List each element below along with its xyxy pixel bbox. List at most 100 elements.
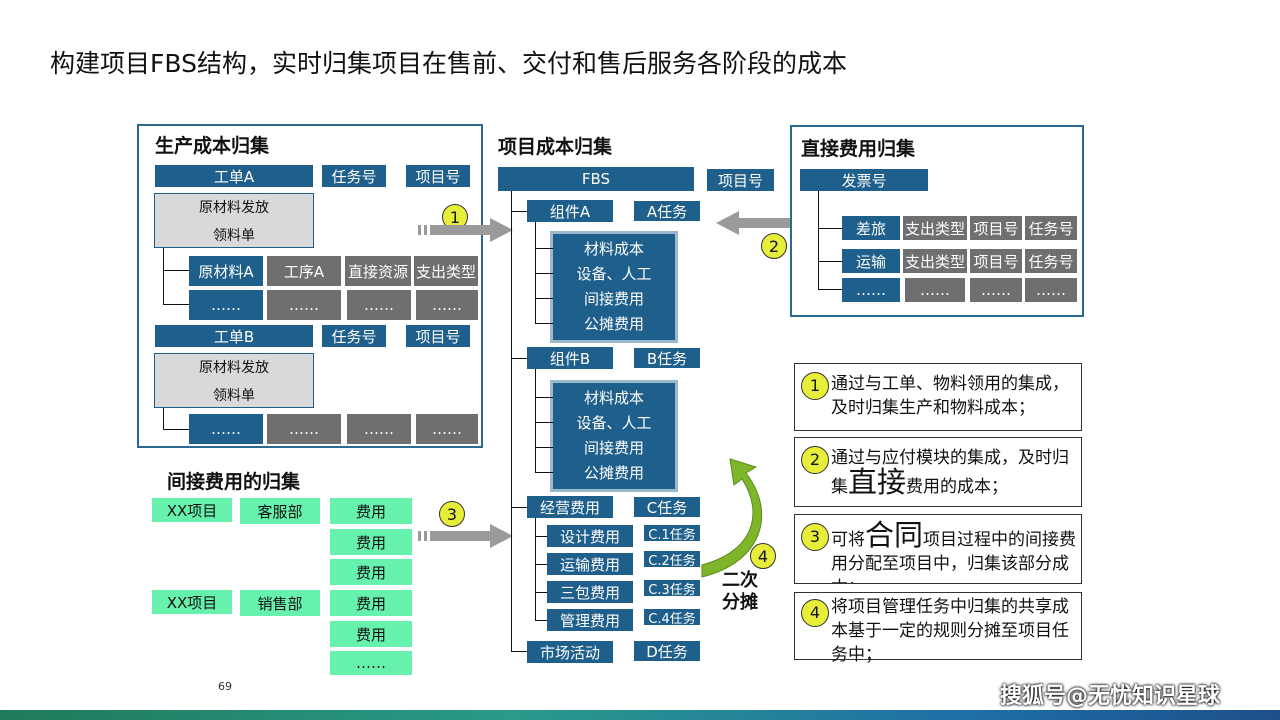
note-3-text: 可将	[831, 530, 865, 550]
requisition-a: 领料单	[155, 224, 313, 246]
connector-line	[535, 422, 553, 423]
fee-cell: 费用	[330, 590, 412, 616]
component-a: 组件A	[527, 200, 613, 222]
task-c1: C.1任务	[644, 525, 700, 543]
expense-type: 支出类型	[903, 249, 967, 273]
note-2-text-end: 费用的成本；	[906, 477, 1009, 497]
component-b: 组件B	[527, 347, 613, 369]
design-fee: 设计费用	[547, 525, 633, 547]
requisition-b: 领料单	[155, 384, 313, 406]
task-no-label-b: 任务号	[322, 325, 386, 347]
task-a: A任务	[634, 201, 700, 221]
connector-line	[511, 191, 512, 651]
connector-line	[163, 304, 189, 305]
note-4: 4 将项目管理任务中归集的共享成本基于一定的规则分摊至项目任务中；	[794, 592, 1082, 665]
connector-line	[535, 447, 553, 448]
slide-title: 构建项目FBS结构，实时归集项目在售前、交付和售后服务各阶段的成本	[50, 49, 847, 78]
connector-line	[511, 358, 527, 359]
cost-item: 材料成本	[556, 237, 672, 259]
ellipsis-cell: ……	[347, 414, 411, 444]
connector-line	[535, 397, 553, 398]
connector-line	[535, 536, 547, 537]
process-a: 工序A	[267, 256, 341, 286]
connector-line	[535, 564, 547, 565]
ellipsis-cell: ……	[416, 414, 478, 444]
direct-expense-heading: 直接费用归集	[801, 138, 916, 160]
note-2-emphasis: 直接	[848, 465, 907, 499]
note-3-text-end: 项目过程中的间接费用分配至项目中，归集该部分成本；	[831, 530, 1077, 583]
connector-line	[535, 248, 553, 249]
connector-line	[535, 298, 553, 299]
component-b-cost-group: 材料成本 设备、人工 间接费用 公摊费用	[550, 380, 678, 492]
curved-arrow-icon	[701, 458, 763, 578]
note-1: 1 通过与工单、物料领用的集成，及时归集生产和物料成本；	[794, 363, 1082, 431]
connector-line	[535, 620, 547, 621]
marker-4: 4	[750, 543, 776, 569]
ellipsis-cell: ……	[842, 278, 900, 302]
raw-material-a: 原材料A	[189, 256, 263, 286]
project-no-label-b: 项目号	[406, 325, 470, 347]
connector-line	[818, 261, 842, 262]
ellipsis-cell: ……	[330, 651, 412, 675]
ellipsis-cell: ……	[905, 278, 965, 302]
direct-resource: 直接资源	[345, 256, 411, 286]
arrow-right-icon	[418, 218, 513, 242]
note-3-emphasis: 合同	[865, 518, 924, 552]
market-activity: 市场活动	[527, 641, 613, 663]
project-no: 项目号	[970, 216, 1022, 240]
note-3: 3 可将合同项目过程中的间接费用分配至项目中，归集该部分成本；	[794, 514, 1082, 584]
project-no: 项目号	[970, 249, 1022, 273]
work-order-a: 工单A	[155, 165, 313, 187]
note-2-text: 通过与应付模块的集成，及时归集	[831, 448, 1069, 497]
sales-dept: 销售部	[240, 590, 320, 616]
operating-expense: 经营费用	[527, 496, 613, 518]
connector-line	[535, 472, 553, 473]
cost-item: 设备、人工	[556, 262, 672, 284]
cost-item: 材料成本	[556, 386, 672, 408]
ellipsis-cell: ……	[1025, 278, 1077, 302]
component-a-cost-group: 材料成本 设备、人工 间接费用 公摊费用	[550, 231, 678, 343]
project-no-label-a: 项目号	[406, 165, 470, 187]
connector-line	[163, 408, 164, 430]
marker-3: 3	[439, 501, 465, 527]
fee-cell: 费用	[330, 498, 412, 524]
arrow-right-icon	[418, 524, 513, 548]
warranty-fee: 三包费用	[547, 581, 633, 603]
cost-item: 公摊费用	[556, 461, 672, 483]
connector-line	[818, 228, 842, 229]
project-xx-1: XX项目	[152, 498, 232, 522]
material-issue-a: 原材料发放	[155, 196, 313, 218]
connector-line	[535, 518, 536, 620]
fbs-root: FBS	[498, 167, 694, 191]
connector-line	[818, 289, 842, 290]
connector-line	[511, 507, 527, 508]
ellipsis-cell: ……	[267, 290, 341, 320]
task-c2: C.2任务	[644, 551, 700, 569]
cost-item: 公摊费用	[556, 312, 672, 334]
ellipsis-cell: ……	[416, 290, 478, 320]
connector-line	[535, 323, 553, 324]
cost-item: 设备、人工	[556, 411, 672, 433]
note-1-text: 通过与工单、物料领用的集成，及时归集生产和物料成本；	[831, 374, 1069, 418]
travel-expense: 差旅	[842, 216, 900, 240]
connector-line	[163, 429, 189, 430]
task-no: 任务号	[1025, 216, 1077, 240]
marker-2: 2	[761, 233, 787, 259]
fee-cell: 费用	[330, 559, 412, 585]
expense-type: 支出类型	[903, 216, 967, 240]
indirect-expense-heading: 间接费用的归集	[167, 471, 301, 493]
fee-cell: 费用	[330, 529, 412, 555]
task-c4: C.4任务	[644, 609, 700, 627]
expense-type: 支出类型	[414, 256, 478, 286]
footer-bar	[0, 710, 1280, 720]
production-cost-heading: 生产成本归集	[155, 135, 270, 157]
task-c: C任务	[634, 497, 700, 517]
transport-fee: 运输费用	[547, 553, 633, 575]
ellipsis-cell: ……	[189, 290, 263, 320]
fee-cell: 费用	[330, 621, 412, 647]
project-xx-2: XX项目	[152, 590, 232, 614]
connector-line	[535, 592, 547, 593]
cost-item: 间接费用	[556, 287, 672, 309]
task-b: B任务	[634, 348, 700, 368]
project-no-label: 项目号	[707, 169, 774, 191]
